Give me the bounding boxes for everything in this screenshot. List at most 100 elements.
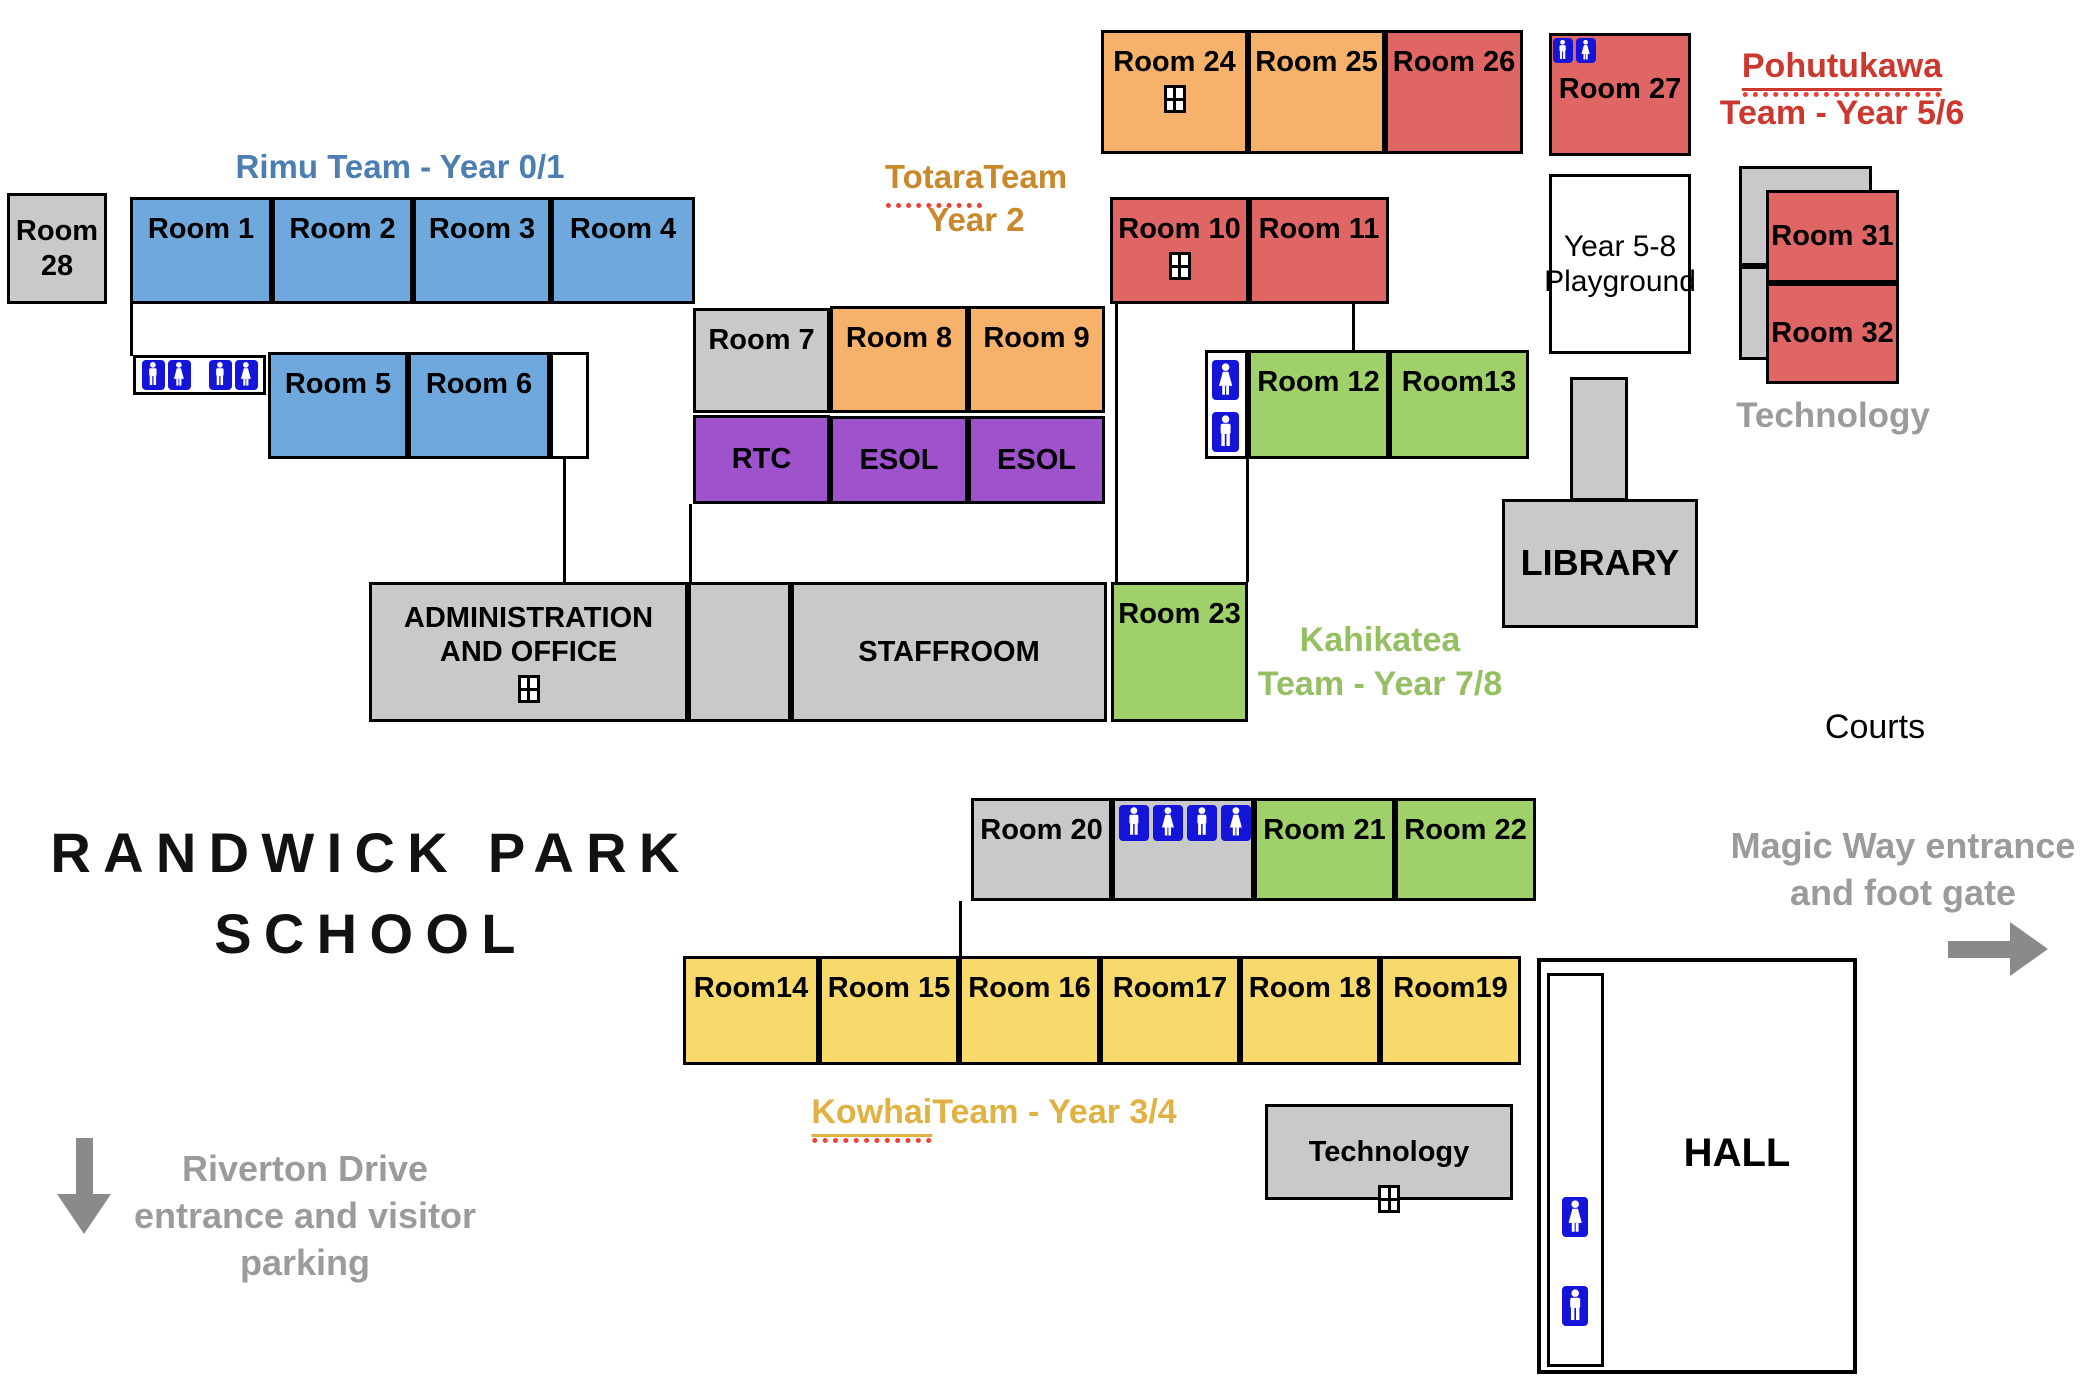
riverton-arrow-head [57, 1194, 111, 1234]
room-16-label: Room 16 [968, 972, 1091, 1004]
room-14: Room14 [683, 956, 819, 1065]
administration-office: ADMINISTRATION AND OFFICE [369, 582, 688, 722]
room-32: Room 32 [1766, 283, 1899, 384]
room-21: Room 21 [1254, 798, 1395, 901]
rimu-team-label: Rimu Team - Year 0/1 [236, 146, 565, 189]
riverton-label: Riverton Drive entrance and visitor park… [133, 1148, 477, 1283]
room-11: Room 11 [1249, 197, 1389, 304]
room-1: Room 1 [130, 197, 272, 304]
female-toilet-icon [167, 360, 191, 390]
room-16: Room 16 [959, 956, 1100, 1065]
riverton-arrow-shaft [75, 1138, 93, 1194]
admin-corridor [688, 582, 791, 722]
room-17: Room17 [1100, 956, 1240, 1065]
year-5-8-playground: Year 5-8 Playground [1544, 174, 1696, 354]
room-13: Room13 [1389, 350, 1529, 459]
room-3-label: Room 3 [428, 213, 536, 245]
kowhai-team-label: Kowhai Team - Year 3/4 [811, 1090, 1177, 1144]
female-toilet-icon [1221, 805, 1251, 841]
room-20-label: Room 20 [980, 814, 1103, 846]
room-23-label: Room 23 [1118, 598, 1241, 630]
administration-office-marker-icon [517, 675, 540, 704]
room-20: Room 20 [971, 798, 1112, 901]
room-26-label: Room 26 [1392, 46, 1516, 78]
path-room6-admin [563, 459, 566, 582]
pohutukawa-team-label-line: Pohutukawa [1720, 44, 1964, 98]
esol-room-1-label: ESOL [859, 443, 939, 476]
path-rooms1-4-toilets [130, 304, 133, 356]
magic-way-label: Magic Way entrance and foot gate [1730, 825, 2076, 913]
path-room12-room23 [1246, 459, 1249, 582]
room-18-label: Room 18 [1248, 972, 1372, 1004]
room-14-label: Room14 [693, 972, 809, 1004]
room-12: Room 12 [1248, 350, 1389, 459]
female-toilet-icon [1562, 1197, 1588, 1237]
male-toilet-icon [208, 360, 232, 390]
rooms-1-6-toilets-spacer [194, 374, 206, 376]
room-1-label: Room 1 [147, 213, 255, 245]
library-label: LIBRARY [1520, 542, 1680, 584]
male-toilet-icon [1212, 412, 1239, 452]
room-26: Room 26 [1385, 30, 1523, 154]
room-8: Room 8 [830, 306, 968, 413]
totara-team-label-line: Totara Team [885, 156, 1067, 208]
room-15: Room 15 [819, 956, 959, 1065]
room-6: Room 6 [408, 352, 550, 459]
room-4: Room 4 [551, 197, 695, 304]
room-22: Room 22 [1395, 798, 1536, 901]
room-2-label: Room 2 [289, 213, 396, 245]
male-toilet-icon [1553, 38, 1573, 63]
room-31-label: Room 31 [1771, 220, 1894, 253]
esol-room-2: ESOL [968, 416, 1105, 504]
technology-outdoor-label: Technology [1736, 396, 1930, 435]
room-5: Room 5 [268, 352, 408, 459]
pohutukawa-team-label-text: Pohutukawa [1741, 44, 1943, 98]
totara-team-label-line: Year 2 [885, 199, 1067, 242]
male-toilet-icon [1119, 805, 1149, 841]
staffroom-label: STAFFROOM [858, 635, 1040, 668]
totara-team-label-text: Year 2 [927, 200, 1025, 238]
room-24: Room 24 [1101, 30, 1248, 154]
room-13-label: Room13 [1401, 366, 1517, 398]
rooms-1-6-toilets [133, 355, 266, 395]
room-12-toilets [1212, 360, 1239, 452]
hall-label: HALL [1683, 1131, 1791, 1175]
room-7: Room 7 [693, 308, 830, 413]
staffroom: STAFFROOM [791, 582, 1107, 722]
room-22-label: Room 22 [1404, 814, 1527, 846]
pohutukawa-team-label-line: Team - Year 5/6 [1720, 91, 1964, 135]
room-24-marker-icon [1163, 85, 1186, 114]
esol-room-1: ESOL [830, 416, 968, 504]
kahikatea-team-label-line: Kahikatea [1258, 618, 1502, 662]
room-25-label: Room 25 [1255, 46, 1378, 78]
room-10-label: Room 10 [1118, 213, 1241, 245]
room-21-label: Room 21 [1263, 814, 1386, 846]
male-toilet-icon [141, 360, 165, 390]
rimu-team-label-line: Rimu Team - Year 0/1 [236, 146, 565, 189]
room-7-label: Room 7 [708, 324, 815, 356]
magic-way-arrow-head [2010, 922, 2048, 976]
room-6-side-box [550, 352, 589, 459]
room-11-label: Room 11 [1258, 213, 1380, 245]
rimu-team-label-text: Rimu Team - Year 0/1 [235, 148, 565, 185]
kowhai-team-label-line: Kowhai Team - Year 3/4 [811, 1090, 1177, 1144]
room-17-label: Room17 [1112, 972, 1228, 1004]
kahikatea-team-label-text: Kahikatea [1299, 621, 1461, 659]
room-10: Room 10 [1110, 197, 1249, 304]
kowhai-team-label-text: Team - Year 3/4 [932, 1093, 1177, 1131]
path-room11-room13 [1352, 304, 1355, 350]
administration-office-label: ADMINISTRATION AND OFFICE [403, 601, 654, 668]
room-10-marker-icon [1168, 252, 1191, 281]
room-27-toilets [1553, 38, 1596, 63]
female-toilet-icon [234, 360, 258, 390]
path-rtc-admin [689, 504, 692, 582]
kahikatea-team-label-text: Team - Year 7/8 [1257, 665, 1503, 704]
room-9-label: Room 9 [983, 322, 1090, 354]
room-27-label: Room 27 [1558, 73, 1682, 105]
room-23: Room 23 [1111, 582, 1248, 722]
room-5-label: Room 5 [284, 368, 392, 400]
male-toilet-icon [1562, 1286, 1588, 1326]
